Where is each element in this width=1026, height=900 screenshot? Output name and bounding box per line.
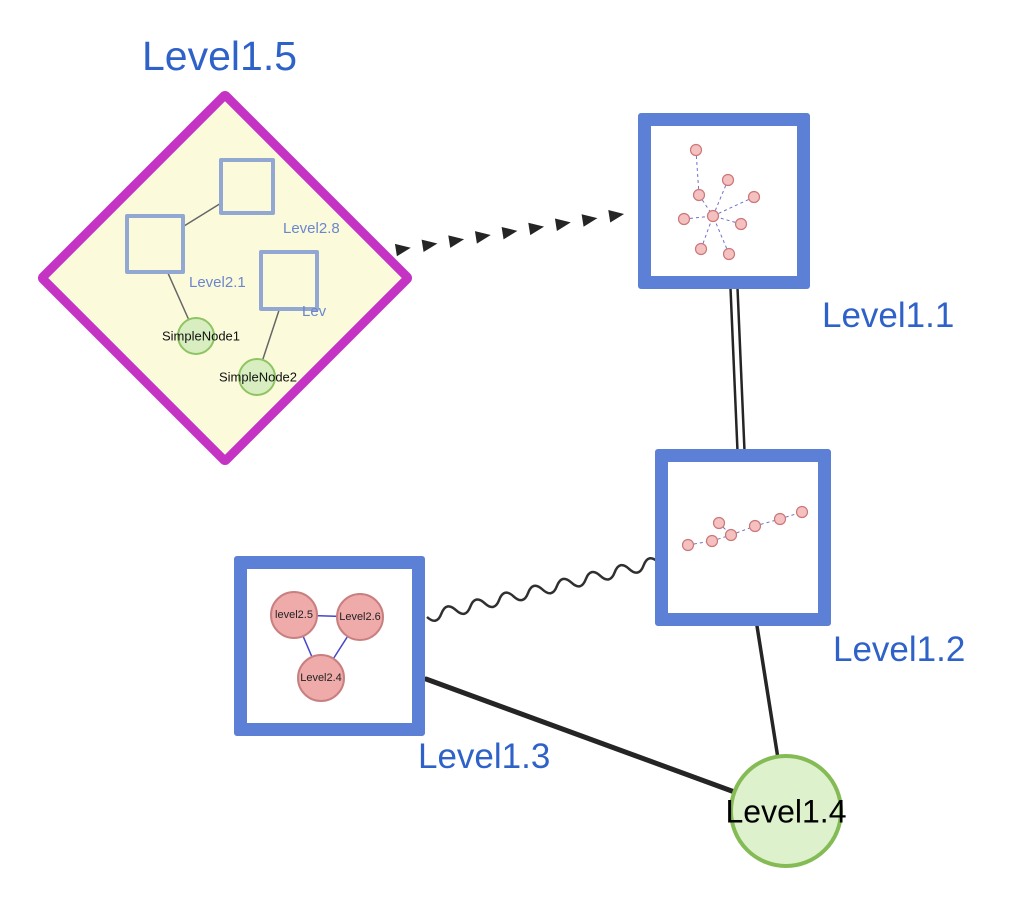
- node-level2-8-square[interactable]: [219, 158, 275, 215]
- edge-level1-1-to-level1-2[interactable]: [736, 287, 746, 451]
- level1-1-subgraph-node[interactable]: [747, 190, 761, 204]
- level1-1-subgraph-node[interactable]: [721, 173, 735, 187]
- node-simplenode1[interactable]: [177, 317, 215, 355]
- level1-1-subgraph-edge: [712, 196, 755, 217]
- label-level2-4: Level2.4: [300, 672, 342, 684]
- level1-1-subgraph-node[interactable]: [734, 217, 748, 231]
- level1-1-subgraph-node[interactable]: [694, 242, 708, 256]
- level1-2-subgraph-node[interactable]: [681, 538, 695, 552]
- edge-level1-5-to-level1-1[interactable]: [608, 210, 625, 223]
- edge-level1-5-to-level1-1[interactable]: [528, 222, 545, 236]
- label-simplenode2: SimpleNode2: [218, 369, 298, 385]
- level1-1-subgraph-edge: [712, 215, 730, 255]
- node-level2-lev-square[interactable]: [259, 250, 319, 311]
- label-level1-5: Level1.5: [142, 33, 298, 79]
- level1-2-subgraph-node[interactable]: [712, 516, 726, 530]
- label-level1-2: Level1.2: [833, 630, 966, 669]
- label-lev: Lev: [302, 303, 327, 320]
- level1-2-subgraph-node[interactable]: [773, 512, 787, 526]
- level1-1-subgraph-node[interactable]: [689, 143, 703, 157]
- level1-2-subgraph-edge: [754, 518, 781, 527]
- level1-1-subgraph-edge: [695, 149, 700, 196]
- edge-level1-5-to-level1-1[interactable]: [474, 231, 491, 244]
- edge-level1-5-to-level1-1[interactable]: [501, 226, 518, 240]
- edge-level1-3-to-level1-4[interactable]: [423, 676, 773, 808]
- node-level2-6[interactable]: Level2.6: [336, 593, 384, 641]
- edge-level1-5-to-level1-1[interactable]: [421, 239, 438, 253]
- label-level2-1: Level2.1: [189, 274, 246, 291]
- node-level1-3[interactable]: [234, 556, 425, 736]
- node-level1-1[interactable]: [638, 113, 810, 289]
- level1-2-subgraph-node[interactable]: [795, 505, 809, 519]
- node-level2-1-square[interactable]: [125, 214, 185, 274]
- label-level2-6: Level2.6: [339, 611, 381, 623]
- edge-level1-5-to-level1-1[interactable]: [394, 243, 411, 257]
- level1-1-subgraph-edge: [712, 179, 729, 217]
- label-level1-4: Level1.4: [725, 793, 847, 830]
- level1-1-subgraph-edge: [698, 194, 714, 217]
- node-level1-4[interactable]: [729, 754, 843, 868]
- label-level2-8: Level2.8: [283, 220, 340, 237]
- edge-level1-5-to-level1-1[interactable]: [581, 214, 598, 227]
- level1-1-subgraph-node[interactable]: [692, 188, 706, 202]
- node-level2-4[interactable]: Level2.4: [297, 654, 345, 702]
- level1-1-subgraph-node[interactable]: [706, 209, 720, 223]
- label-level1-3: Level1.3: [418, 737, 551, 776]
- level1-1-subgraph-node[interactable]: [677, 212, 691, 226]
- label-simplenode1: SimpleNode1: [161, 328, 241, 344]
- level1-1-subgraph-node[interactable]: [722, 247, 736, 261]
- node-simplenode2[interactable]: [238, 358, 276, 396]
- level1-2-subgraph-edge: [730, 525, 756, 536]
- edge-level1-5-to-level1-1[interactable]: [448, 235, 465, 248]
- edge-level1-3-to-level1-2[interactable]: [426, 557, 659, 622]
- level1-2-subgraph-node[interactable]: [748, 519, 762, 533]
- label-level1-1: Level1.1: [822, 296, 955, 335]
- node-level2-5[interactable]: level2.5: [270, 591, 318, 639]
- label-level2-5: level2.5: [275, 609, 313, 621]
- node-level1-2[interactable]: [655, 449, 831, 626]
- edge-level1-5-to-level1-1[interactable]: [554, 218, 571, 231]
- level1-2-subgraph-node[interactable]: [705, 534, 719, 548]
- level1-2-subgraph-node[interactable]: [724, 528, 738, 542]
- edge-level1-1-to-level1-2[interactable]: [729, 288, 739, 452]
